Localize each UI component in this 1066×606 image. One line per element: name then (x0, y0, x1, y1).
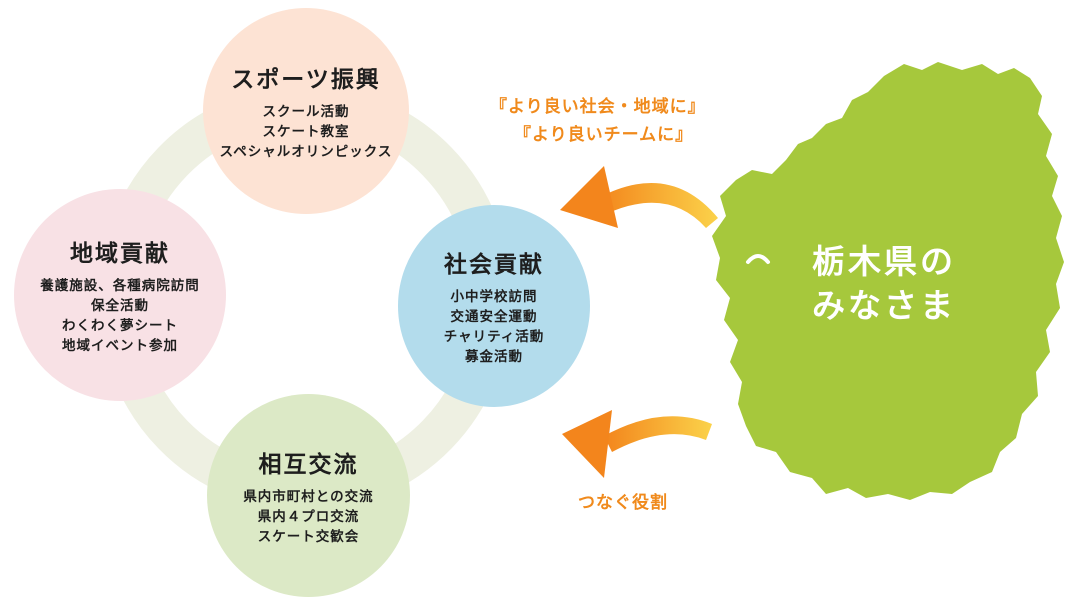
curved-arrow-icon (562, 410, 712, 478)
list-item: 県内市町村との交流 (243, 488, 374, 505)
curved-arrow-icon (560, 166, 718, 228)
list-item: 保全活動 (91, 298, 149, 314)
sports-promotion-circle: スポーツ振興 スクール活動 スケート教室 スペシャルオリンピックス (203, 8, 409, 214)
list-item: 地域イベント参加 (62, 338, 178, 354)
list-item: 県内４プロ交流 (257, 508, 360, 525)
social-contribution-circle: 社会貢献 小中学校訪問 交通安全運動 チャリティ活動 募金活動 (398, 205, 590, 407)
slogan-better-team: 『より良いチームに』 (514, 125, 694, 145)
prefecture-label: 栃木県の みなさま (812, 240, 1002, 328)
list-item: スケート交歓会 (257, 528, 360, 545)
list-item: 交通安全運動 (450, 309, 538, 325)
list-item: スクール活動 (262, 104, 350, 120)
list-item: スケート教室 (262, 124, 350, 140)
tochigi-map-shape (712, 62, 1064, 500)
regional-contribution-items: 養護施設、各種病院訪問 保全活動 わくわく夢シート 地域イベント参加 (40, 276, 200, 356)
social-contribution-items: 小中学校訪問 交通安全運動 チャリティ活動 募金活動 (444, 287, 545, 367)
list-item: 養護施設、各種病院訪問 (40, 278, 200, 294)
prefecture-label-line: みなさま (812, 286, 956, 325)
mutual-exchange-items: 県内市町村との交流 県内４プロ交流 スケート交歓会 (243, 487, 373, 547)
mutual-exchange-title: 相互交流 (258, 451, 359, 478)
connecting-role-label: つなぐ役割 (578, 493, 668, 513)
sports-promotion-items: スクール活動 スケート教室 スペシャルオリンピックス (220, 102, 393, 162)
mutual-exchange-circle: 相互交流 県内市町村との交流 県内４プロ交流 スケート交歓会 (207, 394, 410, 597)
slogan-better-society: 『より良い社会・地域に』 (490, 97, 706, 117)
prefecture-label-line: 栃木県の (812, 242, 956, 281)
social-contribution-title: 社会貢献 (444, 252, 544, 278)
map-notch (746, 254, 770, 264)
list-item: わくわく夢シート (62, 318, 178, 334)
list-item: スペシャルオリンピックス (219, 144, 393, 160)
list-item: チャリティ活動 (443, 329, 545, 345)
sports-promotion-title: スポーツ振興 (231, 67, 381, 93)
regional-contribution-title: 地域貢献 (70, 241, 170, 267)
list-item: 募金活動 (465, 349, 523, 365)
list-item: 小中学校訪問 (450, 289, 538, 305)
regional-contribution-circle: 地域貢献 養護施設、各種病院訪問 保全活動 わくわく夢シート 地域イベント参加 (14, 189, 226, 401)
